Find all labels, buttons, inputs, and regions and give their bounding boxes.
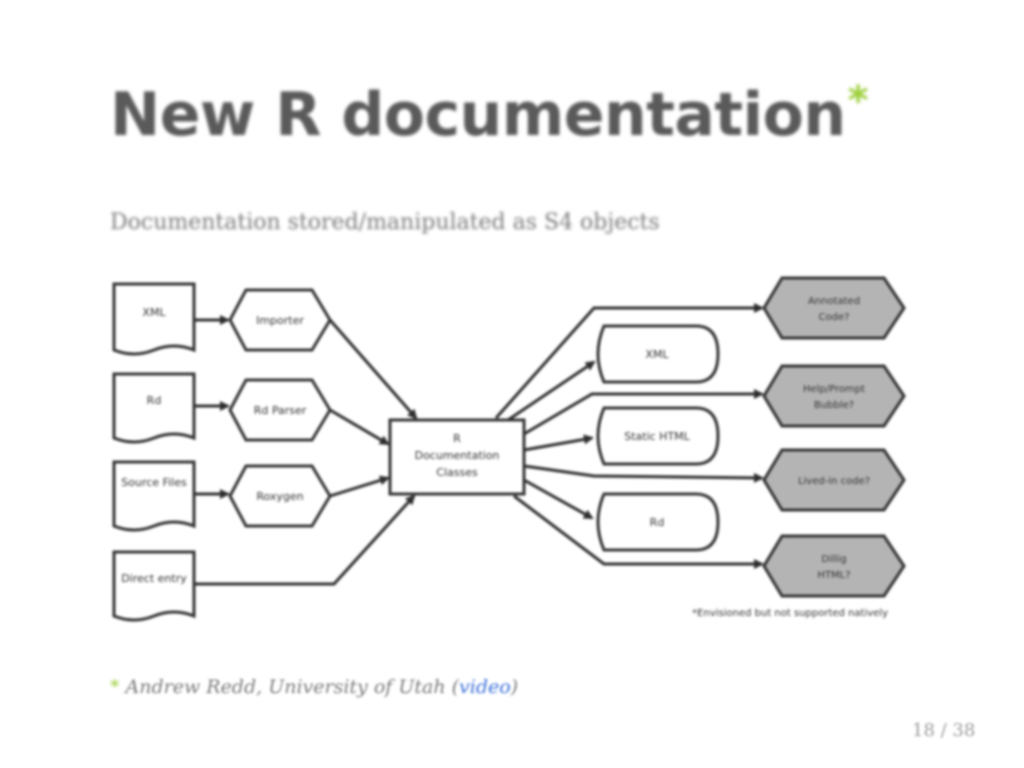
output-label-static-html: Static HTML: [624, 430, 690, 443]
edge-center-livedin: [523, 464, 764, 483]
proposed-node-lived-in-code: Lived-in code?: [762, 448, 906, 512]
output-node-static-html: Static HTML: [596, 406, 720, 466]
proposed-node-dillig-html: Dillig HTML?: [762, 534, 906, 598]
proposed-node-help-prompt-bubble: Help/Prompt Bubble?: [762, 364, 906, 428]
output-label-rd: Rd: [650, 516, 665, 529]
documentation-flow-diagram: XML Rd Source Files Direct entry Importe…: [112, 276, 906, 622]
output-node-rd: Rd: [596, 492, 720, 552]
edge-center-annotated: [494, 303, 764, 419]
edge-roxygen-center: [329, 475, 390, 498]
proposed-label-lived-in-code: Lived-in code?: [798, 476, 870, 487]
center-label-classes: Classes: [436, 466, 478, 479]
source-label-xml: XML: [142, 306, 166, 319]
slide-subtitle: Documentation stored/manipulated as S4 o…: [110, 210, 660, 235]
output-label-xml: XML: [645, 348, 669, 361]
edge-center-helpprompt: [523, 389, 764, 436]
footnote-marker: *: [110, 676, 120, 698]
center-label-r: R: [453, 432, 461, 445]
edge-directentry-center: [194, 494, 416, 586]
proposed-label-bubble: Bubble?: [814, 400, 854, 411]
title-text: New R documentation: [110, 80, 846, 150]
footnote: *Andrew Redd, University of Utah (video): [110, 676, 518, 698]
title-asterisk: *: [847, 78, 869, 124]
center-node-documentation-classes: R Documentation Classes: [388, 418, 526, 496]
edge-center-rd: [523, 478, 594, 520]
parser-label-roxygen: Roxygen: [256, 490, 303, 503]
parser-node-roxygen: Roxygen: [228, 464, 332, 528]
source-label-source-files-word: Source Files: [121, 476, 187, 489]
footnote-suffix: ): [510, 676, 519, 698]
edge-center-dillig: [513, 494, 764, 569]
diagram-note: *Envisioned but not supported natively: [692, 608, 888, 619]
footnote-prefix: Andrew Redd, University of Utah (: [125, 676, 460, 698]
parser-node-importer: Importer: [228, 288, 332, 352]
parser-node-rd-parser: Rd Parser: [228, 378, 332, 442]
proposed-label-annotated: Annotated: [808, 296, 860, 307]
edge-center-statichtml: [523, 434, 594, 452]
proposed-label-code: Code?: [819, 312, 850, 323]
source-node-direct-entry: Direct entry: [112, 550, 196, 622]
edge-importer-center: [328, 319, 418, 420]
source-node-source-files: Source Files: [112, 460, 196, 532]
source-label-rd: Rd: [147, 394, 162, 407]
source-node-rd: Rd: [112, 372, 196, 444]
proposed-label-dillig: Dillig: [821, 554, 846, 565]
center-label-documentation: Documentation: [415, 449, 500, 462]
proposed-label-help-prompt: Help/Prompt: [803, 384, 865, 395]
edge-center-xml: [507, 360, 596, 422]
diagram-connectors: [194, 303, 764, 586]
proposed-node-annotated-code: Annotated Code?: [762, 276, 906, 340]
page-number: 18 / 38: [912, 720, 976, 741]
video-link[interactable]: video: [459, 676, 511, 698]
output-node-xml: XML: [596, 324, 720, 384]
source-node-xml: XML: [112, 282, 196, 356]
source-label-source-files: Source Files: [121, 476, 187, 489]
parser-label-importer: Importer: [256, 314, 304, 327]
slide-title: New R documentation*: [110, 78, 868, 150]
edge-rdparser-center: [329, 408, 390, 446]
source-label-direct-entry: Direct entry: [121, 572, 187, 585]
parser-label-rd-parser: Rd Parser: [254, 404, 307, 417]
proposed-label-html: HTML?: [817, 570, 850, 581]
